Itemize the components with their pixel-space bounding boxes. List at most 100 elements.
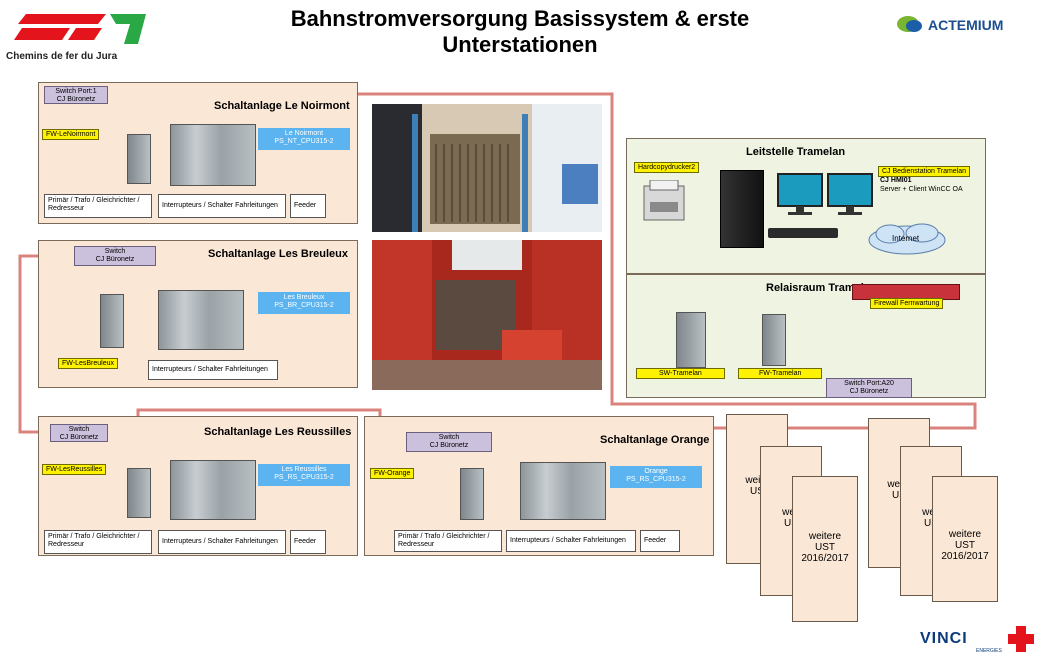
box-interrupteurs-noirmont: Interrupteurs / Schalter Fahrleitungen xyxy=(158,194,286,218)
box-primaer-orange: Primär / Trafo / Gleichrichter / Redress… xyxy=(394,530,502,552)
switch-reussilles-sub: CJ Büronetz xyxy=(59,434,99,441)
ust-left-2-line2: US xyxy=(784,518,798,529)
switch-orange-sub: CJ Büronetz xyxy=(429,442,469,449)
panel-title-noirmont: Schaltanlage Le Noirmont xyxy=(214,100,350,112)
ust-left-1-line2: US xyxy=(750,486,764,497)
server-tower-icon xyxy=(720,170,764,248)
box-feeder-orange: Feeder xyxy=(640,530,680,552)
ust-right-3-line2: UST xyxy=(955,540,975,551)
box-feeder-noirmont: Feeder xyxy=(290,194,326,218)
ust-right-2-line1: weit xyxy=(922,507,940,518)
page-title: Bahnstromversorgung Basissystem & erste … xyxy=(240,6,800,58)
ust-left-3-line2: UST xyxy=(815,542,835,553)
cpu-noirmont-name: Le Noirmont xyxy=(284,130,324,137)
box-feeder-reussilles: Feeder xyxy=(290,530,326,554)
switch-breuleux-label: Switch xyxy=(104,248,126,255)
vinci-logo: VINCI ENERGIES xyxy=(920,626,1040,654)
switch-orange-label: Switch xyxy=(438,434,460,441)
box-interrupteurs-breuleux: Interrupteurs / Schalter Fahrleitungen xyxy=(148,360,278,380)
ust-card-right-3: weitere UST 2016/2017 xyxy=(932,476,998,602)
bedienstation-role: Server + Client WinCC OA xyxy=(880,186,963,193)
switch-reussilles[interactable]: Switch CJ Büronetz xyxy=(50,424,108,442)
bedienstation-text: CJ HMI01 Server + Client WinCC OA xyxy=(880,176,963,194)
ust-card-left-3: weitere UST 2016/2017 xyxy=(792,476,858,622)
ust-left-3-line1: weitere xyxy=(808,531,842,542)
leitstelle-title: Leitstelle Tramelan xyxy=(746,146,846,158)
actemium-logo: ACTEMIUM xyxy=(896,14,1046,36)
firewall-device-orange xyxy=(460,468,484,520)
internet-label: Internet xyxy=(892,234,920,243)
switch-noirmont[interactable]: Switch Port:1 CJ Büronetz xyxy=(44,86,108,104)
fw-les-reussilles: FW-LesReussilles xyxy=(42,464,107,475)
cpu-noirmont: Le Noirmont PS_NT_CPU315-2 xyxy=(258,128,350,150)
firewall-device-breuleux xyxy=(100,294,124,348)
transformer-photo-2-art xyxy=(372,240,602,390)
cpu-orange-name: Orange xyxy=(644,468,668,475)
cj-logo: Chemins de fer du Jura xyxy=(6,10,156,62)
box-interrupteurs-orange: Interrupteurs / Schalter Fahrleitungen xyxy=(506,530,636,552)
fw-les-breuleux: FW-LesBreuleux xyxy=(58,358,119,369)
switch-reussilles-label: Switch xyxy=(68,426,90,433)
ust-right-2-line2: US xyxy=(924,518,938,529)
ust-right-3-line3: 2016/2017 xyxy=(941,551,989,562)
cpu-reussilles-name: Les Reussilles xyxy=(281,466,327,473)
ust-right-3-line1: weitere xyxy=(948,529,982,540)
switch-noirmont-sub: CJ Büronetz xyxy=(56,96,96,103)
internet-cloud-icon: Internet xyxy=(866,222,948,256)
page-title-line2: Unterstationen xyxy=(442,32,598,57)
cpu-orange: Orange PS_RS_CPU315-2 xyxy=(610,466,702,488)
fw-tramelan-label: FW-Tramelan xyxy=(738,368,823,379)
plc-rack-noirmont xyxy=(170,124,256,186)
sw-tramelan-device xyxy=(676,312,706,368)
transformer-photo-1-art xyxy=(372,104,602,232)
plc-rack-reussilles xyxy=(170,460,256,520)
relaisraum-title: Relaisraum Tramelan xyxy=(766,282,877,294)
ust-right-1-line2: US xyxy=(892,490,906,501)
page-title-line1: Bahnstromversorgung Basissystem & erste xyxy=(290,6,750,31)
cpu-noirmont-id: PS_NT_CPU315-2 xyxy=(274,138,334,145)
switch-tramelan-sub: CJ Büronetz xyxy=(849,388,889,395)
transformer-photo-1 xyxy=(372,104,602,232)
monitor-icon-2 xyxy=(826,172,874,216)
box-interrupteurs-reussilles: Interrupteurs / Schalter Fahrleitungen xyxy=(158,530,286,554)
firewall-device-reussilles xyxy=(127,468,151,518)
transformer-photo-2 xyxy=(372,240,602,390)
switch-breuleux-sub: CJ Büronetz xyxy=(95,256,135,263)
ust-left-2-line1: weit xyxy=(782,507,800,518)
cj-logo-mark xyxy=(14,14,146,44)
actemium-logo-mark xyxy=(897,16,922,32)
actemium-logo-text: ACTEMIUM xyxy=(928,17,1004,33)
bedienstation-host: CJ HMI01 xyxy=(880,177,912,184)
firewall-fernwartung-label: Firewall Fernwartung xyxy=(870,298,944,309)
printer-icon xyxy=(640,179,690,224)
bedienstation-label: CJ Bedienstation Tramelan xyxy=(878,166,971,177)
switch-tramelan-label: Switch Port:A20 xyxy=(844,380,894,387)
panel-title-breuleux: Schaltanlage Les Breuleux xyxy=(208,248,348,260)
fw-tramelan-device xyxy=(762,314,786,366)
switch-breuleux[interactable]: Switch CJ Büronetz xyxy=(74,246,156,266)
switch-orange[interactable]: Switch CJ Büronetz xyxy=(406,432,492,452)
fw-le-noirmont: FW-LeNoirmont xyxy=(42,129,100,140)
cpu-reussilles: Les Reussilles PS_RS_CPU315-2 xyxy=(258,464,350,486)
monitor-icon-1 xyxy=(776,172,824,216)
cpu-breuleux: Les Breuleux PS_BR_CPU315-2 xyxy=(258,292,350,314)
firewall-device-noirmont xyxy=(127,134,151,184)
ust-left-3-line3: 2016/2017 xyxy=(801,553,849,564)
vinci-logo-text: VINCI xyxy=(920,630,968,647)
vinci-logo-mark xyxy=(1008,626,1034,652)
ust-left-1-line1: weite xyxy=(745,475,769,486)
panel-title-reussilles: Schaltanlage Les Reussilles xyxy=(204,426,352,438)
switch-tramelan[interactable]: Switch Port:A20 CJ Büronetz xyxy=(826,378,912,398)
cpu-reussilles-id: PS_RS_CPU315-2 xyxy=(274,474,334,481)
box-primaer-noirmont: Primär / Trafo / Gleichrichter / Redress… xyxy=(44,194,152,218)
cpu-breuleux-id: PS_BR_CPU315-2 xyxy=(274,302,334,309)
plc-rack-breuleux xyxy=(158,290,244,350)
cj-logo-text: Chemins de fer du Jura xyxy=(6,51,118,62)
sw-tramelan-label: SW-Tramelan xyxy=(636,368,725,379)
box-primaer-reussilles: Primär / Trafo / Gleichrichter / Redress… xyxy=(44,530,152,554)
plc-rack-orange xyxy=(520,462,606,520)
switch-noirmont-label: Switch Port:1 xyxy=(55,88,97,95)
cpu-orange-id: PS_RS_CPU315-2 xyxy=(626,476,686,483)
fw-orange: FW-Orange xyxy=(370,468,415,479)
cpu-breuleux-name: Les Breuleux xyxy=(283,294,325,301)
